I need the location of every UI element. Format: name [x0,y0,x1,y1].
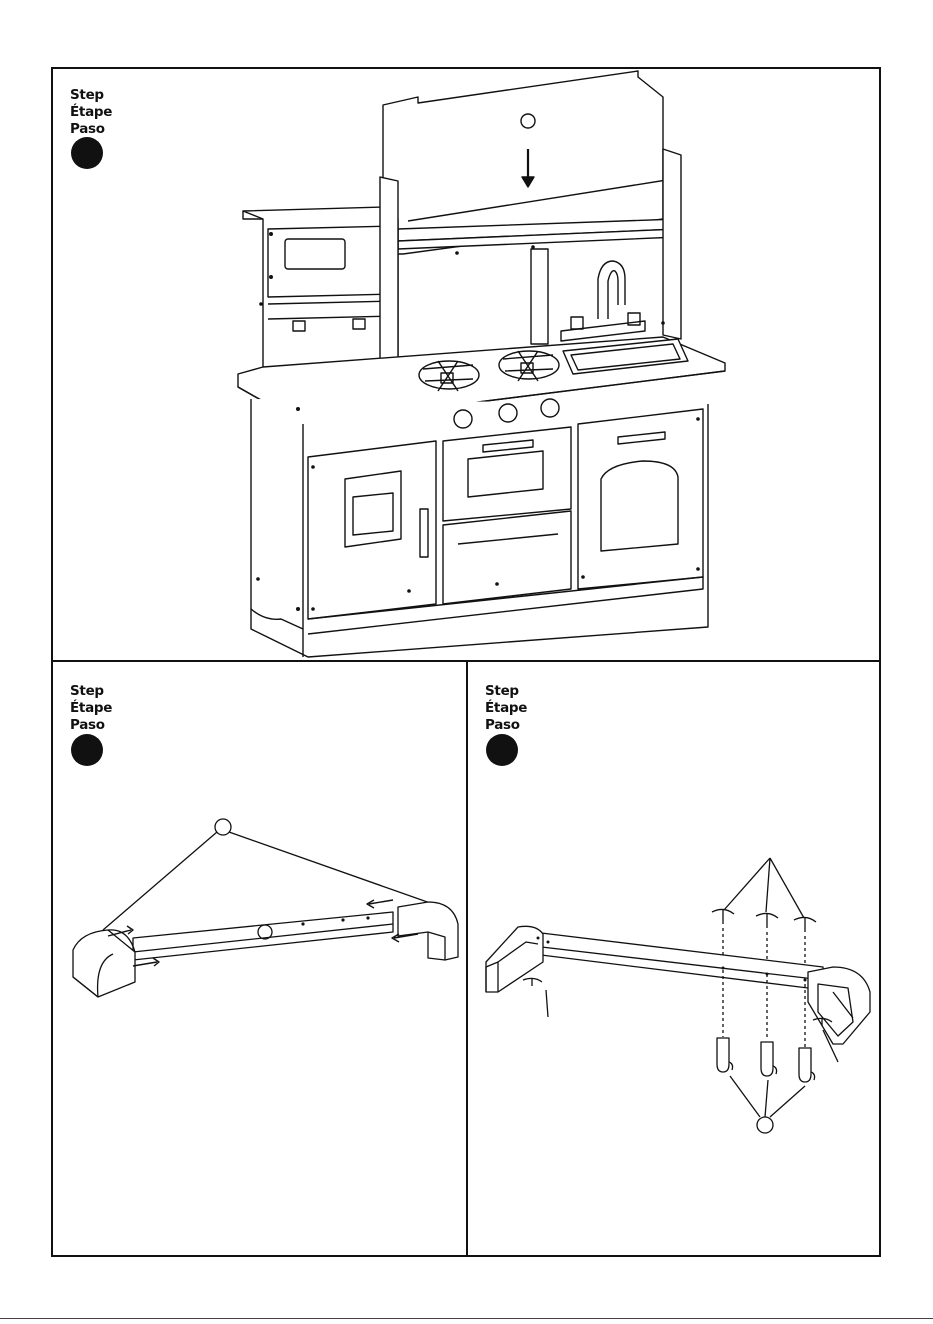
part-callout-circle [215,819,231,835]
part-callout-circle [757,1117,773,1133]
kitchen-illustration [53,69,883,664]
step-panel-shelf: Step Étape Paso [51,660,468,1257]
shelf-illustration [53,662,470,1259]
step-panel-hooks: Step Étape Paso [466,660,881,1257]
hooks-illustration [468,662,883,1259]
page-bottom-rule [0,1318,933,1319]
step-panel-kitchen: Step Étape Paso [51,67,881,662]
